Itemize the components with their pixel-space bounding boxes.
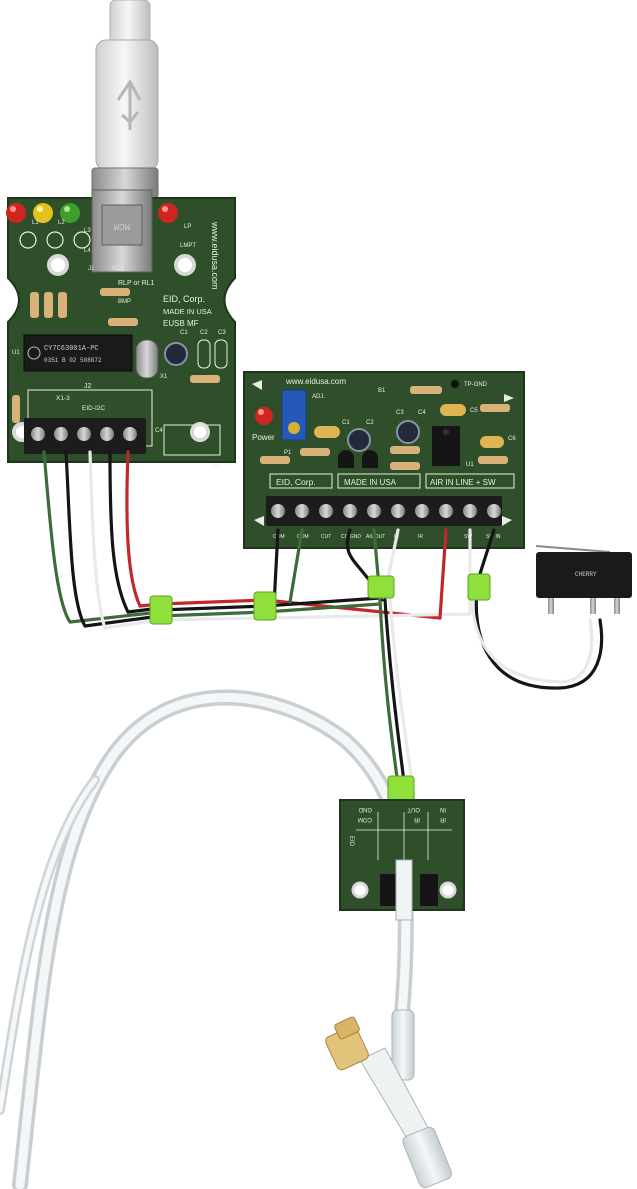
relay-label: RLP or RL1 bbox=[118, 280, 155, 287]
sensor-board-url: www.eidusa.com bbox=[285, 377, 346, 386]
usb-board-model: EUSB MF bbox=[163, 319, 199, 328]
ir-label-in: IN bbox=[440, 806, 446, 812]
usb-board-url: www.eidusa.com bbox=[210, 221, 220, 290]
sensor-terminal-block bbox=[266, 496, 502, 526]
terminal-label-3: CUT bbox=[321, 534, 331, 540]
lmpt-label: LMPT bbox=[180, 243, 196, 249]
sensor-c2-label: C2 bbox=[366, 420, 374, 426]
vcc-label: VCC bbox=[112, 266, 125, 272]
cable-ties bbox=[149, 573, 491, 803]
usb-board-made-in: MADE IN USA bbox=[163, 307, 212, 316]
usb-u2-label: U2 bbox=[212, 464, 220, 470]
b1-label: B1 bbox=[378, 388, 386, 394]
terminal-label-4: CO GND bbox=[341, 534, 361, 540]
tp-gnd-label: TP-GND bbox=[464, 382, 488, 388]
sensor-c6-label: C6 bbox=[508, 436, 516, 442]
sensor-board-product: AIR IN LINE + SW bbox=[430, 478, 496, 487]
sensor-c1-label: C1 bbox=[342, 420, 350, 426]
jumper-label: BMP bbox=[118, 299, 131, 305]
sensor-c5-label: C5 bbox=[470, 408, 478, 414]
ir-label-ir: IR bbox=[413, 816, 420, 822]
j1-label: J1 bbox=[88, 266, 95, 272]
usb-u1-label: U1 bbox=[12, 350, 20, 356]
y-connector bbox=[325, 1009, 452, 1189]
chip-line-2: 0351 B 02 508872 bbox=[44, 357, 102, 364]
led-label-4: L4 bbox=[84, 248, 91, 254]
ir-label-com: COM bbox=[358, 816, 372, 822]
usb-board-company: EID, Corp. bbox=[163, 294, 205, 304]
led-label-2: L2 bbox=[58, 220, 65, 226]
usb-c4-label: C4 bbox=[155, 428, 163, 434]
led-label-1: L1 bbox=[32, 220, 39, 226]
usb-plug bbox=[91, 0, 159, 199]
sensor-c4-label: C4 bbox=[418, 410, 426, 416]
bus-label: EID-I2C bbox=[82, 405, 105, 412]
ir-label-out: OUT bbox=[407, 806, 420, 812]
crystal-label: X1 bbox=[160, 374, 168, 380]
terminal-label-7: IR bbox=[418, 534, 423, 540]
sensor-board-company: EID, Corp. bbox=[276, 477, 316, 487]
adj-label: ADJ. bbox=[312, 394, 325, 400]
sensor-board-made-in: MADE IN USA bbox=[344, 478, 397, 487]
ir-label-ir-2: IR bbox=[439, 816, 446, 822]
sensor-u1-label: U1 bbox=[466, 462, 474, 468]
ir-eid-label: EID bbox=[348, 836, 354, 847]
iv-tubing bbox=[0, 689, 414, 1189]
status-leds bbox=[6, 203, 178, 223]
usb-c1-label: C1 bbox=[180, 330, 188, 336]
usb-c2-label: C2 bbox=[200, 330, 208, 336]
terminal-label-2: COM bbox=[297, 534, 309, 540]
j2-label: J2 bbox=[84, 383, 92, 390]
connector-label: X1-3 bbox=[56, 395, 70, 402]
ir-label-gnd: GND bbox=[358, 806, 372, 812]
resistors bbox=[12, 288, 220, 423]
pot-label: P1 bbox=[284, 450, 292, 456]
air-in-line-board: www.eidusa.com B1 TP-GND Power ADJ. P1 C… bbox=[243, 371, 525, 549]
usb-c3-label: C3 bbox=[218, 330, 226, 336]
led-label-3: L3 bbox=[84, 228, 91, 234]
ir-sensor-board: GND COM OUT IR IN IR EID bbox=[339, 799, 465, 921]
microcontroller-chip: CY7C63001A-PC 0351 B 02 508872 bbox=[23, 334, 133, 372]
usb-terminal-block bbox=[24, 418, 146, 454]
chip-line-1: CY7C63001A-PC bbox=[44, 345, 99, 353]
sensor-c3-label: C3 bbox=[396, 410, 404, 416]
microswitch: CHERRY bbox=[535, 545, 632, 614]
switch-brand: CHERRY bbox=[575, 571, 597, 578]
usb-plug-label: MCM bbox=[114, 221, 130, 231]
terminal-label-9: SW bbox=[464, 534, 472, 540]
usb-interface-board: MCM L1 L2 L3 L4 LP LMPT J1 VCC www.eidus… bbox=[6, 189, 236, 470]
power-label: Power bbox=[252, 433, 275, 442]
lp-label: LP bbox=[184, 224, 191, 230]
